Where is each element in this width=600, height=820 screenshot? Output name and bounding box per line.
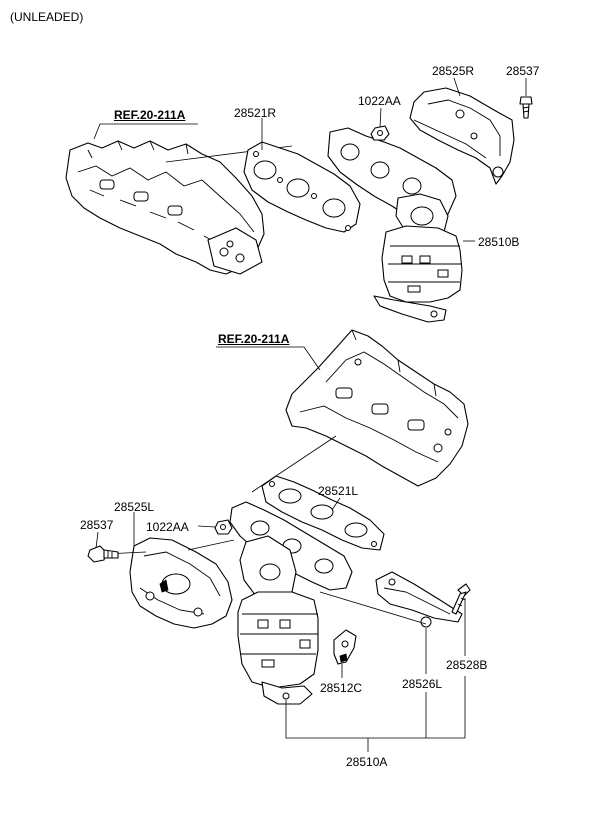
label-28521R: 28521R xyxy=(234,106,277,120)
heat-shield-28525R xyxy=(409,87,515,185)
label-28537-bottom: 28537 xyxy=(80,518,114,532)
label-28528B: 28528B xyxy=(446,658,488,672)
shield-to-manifold-line xyxy=(187,539,235,551)
28521L-leader xyxy=(331,497,341,511)
heat-shield-28525L xyxy=(129,537,233,629)
bracket-28512C xyxy=(333,629,357,665)
ref-bottom-leader xyxy=(216,346,321,371)
label-ref-bottom: REF.20-211A xyxy=(218,332,290,346)
bolt-28537-top xyxy=(519,96,533,119)
28537-bottom-leader xyxy=(95,531,99,549)
label-1022AA-bottom: 1022AA xyxy=(146,520,189,534)
exhaust-manifold-28510A xyxy=(229,501,353,705)
diagram-header: (UNLEADED) xyxy=(10,10,84,24)
label-28510A: 28510A xyxy=(346,755,388,769)
label-28526L: 28526L xyxy=(402,677,443,691)
bolt-28537-bottom xyxy=(87,545,119,563)
protector-to-manifold-line xyxy=(319,591,427,625)
label-1022AA-top: 1022AA xyxy=(358,94,401,108)
nut-1022AA-bottom xyxy=(214,519,233,535)
label-ref-top: REF.20-211A xyxy=(114,108,186,122)
exhaust-manifold-28510B xyxy=(327,127,463,323)
heat-protector-28526L xyxy=(375,571,463,628)
gasket-28521L xyxy=(261,475,385,551)
cylinder-head-top xyxy=(65,140,265,275)
label-28521L: 28521L xyxy=(318,484,359,498)
1022AA-bottom-leader xyxy=(197,525,216,528)
label-28525L: 28525L xyxy=(114,500,155,514)
1022AA-top-leader xyxy=(379,107,382,128)
28525R-leader xyxy=(453,77,461,97)
bolt-28528B xyxy=(451,583,471,615)
label-28525R: 28525R xyxy=(432,64,475,78)
nut-1022AA-top xyxy=(370,125,390,141)
cylinder-head-bottom xyxy=(285,329,469,487)
28510A-bracket xyxy=(285,676,466,739)
label-28537-top: 28537 xyxy=(506,64,540,78)
label-28512C: 28512C xyxy=(320,681,363,695)
gasket-28521R xyxy=(243,141,361,233)
label-28510B: 28510B xyxy=(478,235,520,249)
ref-top-leader xyxy=(93,123,198,140)
